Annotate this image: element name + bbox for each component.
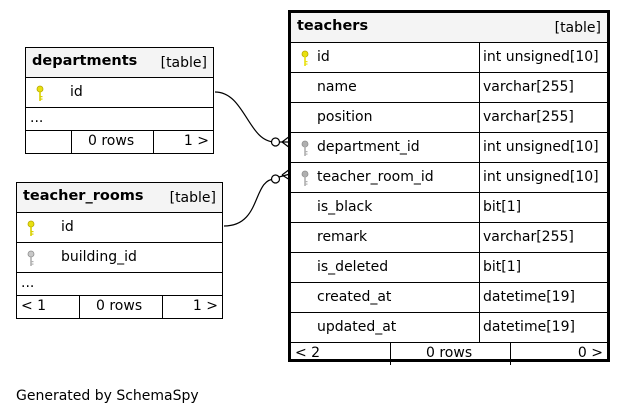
column-name: is_deleted: [317, 259, 389, 275]
generated-by-label: Generated by SchemaSpy: [16, 388, 199, 404]
table-header: teacher_rooms [table]: [17, 183, 222, 213]
footer-parents: < 1: [21, 298, 47, 314]
column-type: bit[1]: [483, 199, 522, 215]
column-row: building_id: [17, 243, 222, 273]
column-name: remark: [317, 229, 368, 245]
foreign-key-icon: [27, 250, 35, 266]
key-icon: [27, 220, 35, 236]
table-header: teachers [table]: [291, 13, 607, 43]
column-type: int unsigned[10]: [483, 49, 599, 65]
column-row: is_deleted bit[1]: [291, 253, 607, 283]
column-row: remark varchar[255]: [291, 223, 607, 253]
column-row: created_at datetime[19]: [291, 283, 607, 313]
column-type: int unsigned[10]: [483, 169, 599, 185]
table-ellipsis: ...: [17, 273, 222, 296]
table-name: departments: [32, 53, 138, 69]
column-type: bit[1]: [483, 259, 522, 275]
table-kind: [table]: [169, 190, 216, 206]
key-icon: [301, 50, 309, 66]
footer-children: 1 >: [183, 133, 209, 149]
teachers-table: teachers [table] id int unsigned[10] name v…: [288, 10, 610, 365]
column-type: varchar[255]: [483, 109, 574, 125]
column-row: position varchar[255]: [291, 103, 607, 133]
column-name: id: [61, 219, 74, 235]
column-row: department_id int unsigned[10]: [291, 133, 607, 163]
relationship-teacher-rooms-teachers: [223, 178, 276, 227]
column-name: updated_at: [317, 319, 397, 335]
footer-rows: 0 rows: [96, 298, 143, 314]
column-row: teacher_room_id int unsigned[10]: [291, 163, 607, 193]
column-row: is_black bit[1]: [291, 193, 607, 223]
table-name: teacher_rooms: [23, 188, 144, 204]
departments-table: departments [table] id ... 0 rows 1 >: [25, 47, 214, 154]
ellipsis-text: ...: [21, 275, 35, 291]
column-name: created_at: [317, 289, 392, 305]
table-footer: 0 rows 1 >: [26, 131, 213, 153]
column-name: id: [70, 84, 83, 100]
footer-parents: < 2: [295, 345, 321, 361]
table-footer: < 2 0 rows 0 >: [291, 343, 607, 365]
column-row: id: [26, 78, 213, 108]
column-row: name varchar[255]: [291, 73, 607, 103]
footer-rows: 0 rows: [426, 345, 473, 361]
column-name: teacher_room_id: [317, 169, 434, 185]
ellipsis-text: ...: [30, 110, 44, 126]
column-row: id: [17, 213, 222, 243]
column-type: int unsigned[10]: [483, 139, 599, 155]
column-name: is_black: [317, 199, 373, 215]
column-name: position: [317, 109, 373, 125]
table-footer: < 1 0 rows 1 >: [17, 296, 222, 318]
table-name: teachers: [297, 18, 369, 34]
column-name: department_id: [317, 139, 420, 155]
foreign-key-icon: [301, 140, 309, 156]
column-name: building_id: [61, 249, 137, 265]
column-name: id: [317, 49, 330, 65]
teacher-rooms-table: teacher_rooms [table] id building_id ...…: [16, 182, 223, 319]
footer-children: 1 >: [192, 298, 218, 314]
table-header: departments [table]: [26, 48, 213, 78]
column-type: varchar[255]: [483, 229, 574, 245]
footer-children: 0 >: [577, 345, 603, 361]
table-kind: [table]: [160, 55, 207, 71]
column-type: varchar[255]: [483, 79, 574, 95]
relationship-departments-teachers: [214, 91, 276, 143]
key-icon: [36, 85, 44, 101]
column-type: datetime[19]: [483, 319, 575, 335]
column-row: id int unsigned[10]: [291, 43, 607, 73]
column-row: updated_at datetime[19]: [291, 313, 607, 343]
column-type: datetime[19]: [483, 289, 575, 305]
foreign-key-icon: [301, 170, 309, 186]
footer-rows: 0 rows: [88, 133, 135, 149]
table-ellipsis: ...: [26, 108, 213, 131]
table-kind: [table]: [554, 20, 601, 36]
column-name: name: [317, 79, 357, 95]
